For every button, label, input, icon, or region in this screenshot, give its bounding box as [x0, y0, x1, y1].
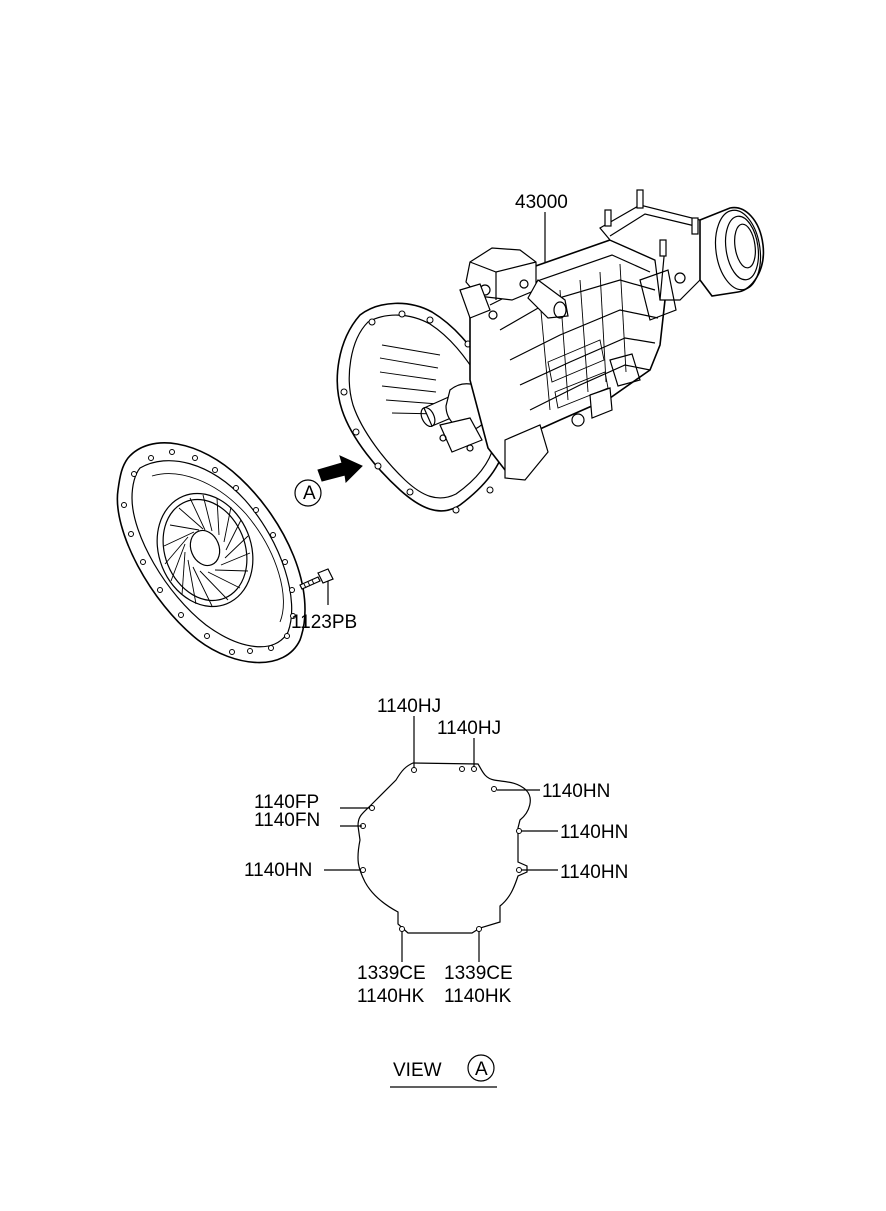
label-transmission: 43000	[515, 192, 568, 213]
view-a-marker: A	[303, 483, 316, 504]
label-bolt: 1123PB	[291, 612, 357, 633]
label-hn-lower-right: 1140HN	[560, 862, 628, 883]
label-hn-upper-right: 1140HN	[542, 781, 610, 802]
label-hn-mid-right: 1140HN	[560, 822, 628, 843]
view-caption-marker: A	[475, 1059, 488, 1080]
label-hj-left: 1140HJ	[377, 696, 441, 717]
label-hk-left: 1140HK	[357, 986, 425, 1007]
label-hj-right: 1140HJ	[437, 718, 501, 739]
leader-lines	[324, 212, 558, 962]
label-fn: 1140FN	[254, 810, 320, 831]
transmission-drawing	[336, 189, 765, 514]
view-a-outline	[357, 762, 531, 934]
label-fp: 1140FP	[254, 792, 319, 813]
label-hn-left: 1140HN	[244, 860, 312, 881]
view-caption-text: VIEW	[393, 1060, 442, 1081]
label-ce-left: 1339CE	[357, 963, 426, 984]
bolt-drawing	[299, 568, 334, 605]
clutch-cover-drawing	[116, 442, 306, 664]
view-caption: VIEW A	[390, 1054, 497, 1088]
label-hk-right: 1140HK	[444, 986, 512, 1007]
view-a-arrow	[294, 455, 363, 507]
label-ce-right: 1339CE	[444, 963, 513, 984]
